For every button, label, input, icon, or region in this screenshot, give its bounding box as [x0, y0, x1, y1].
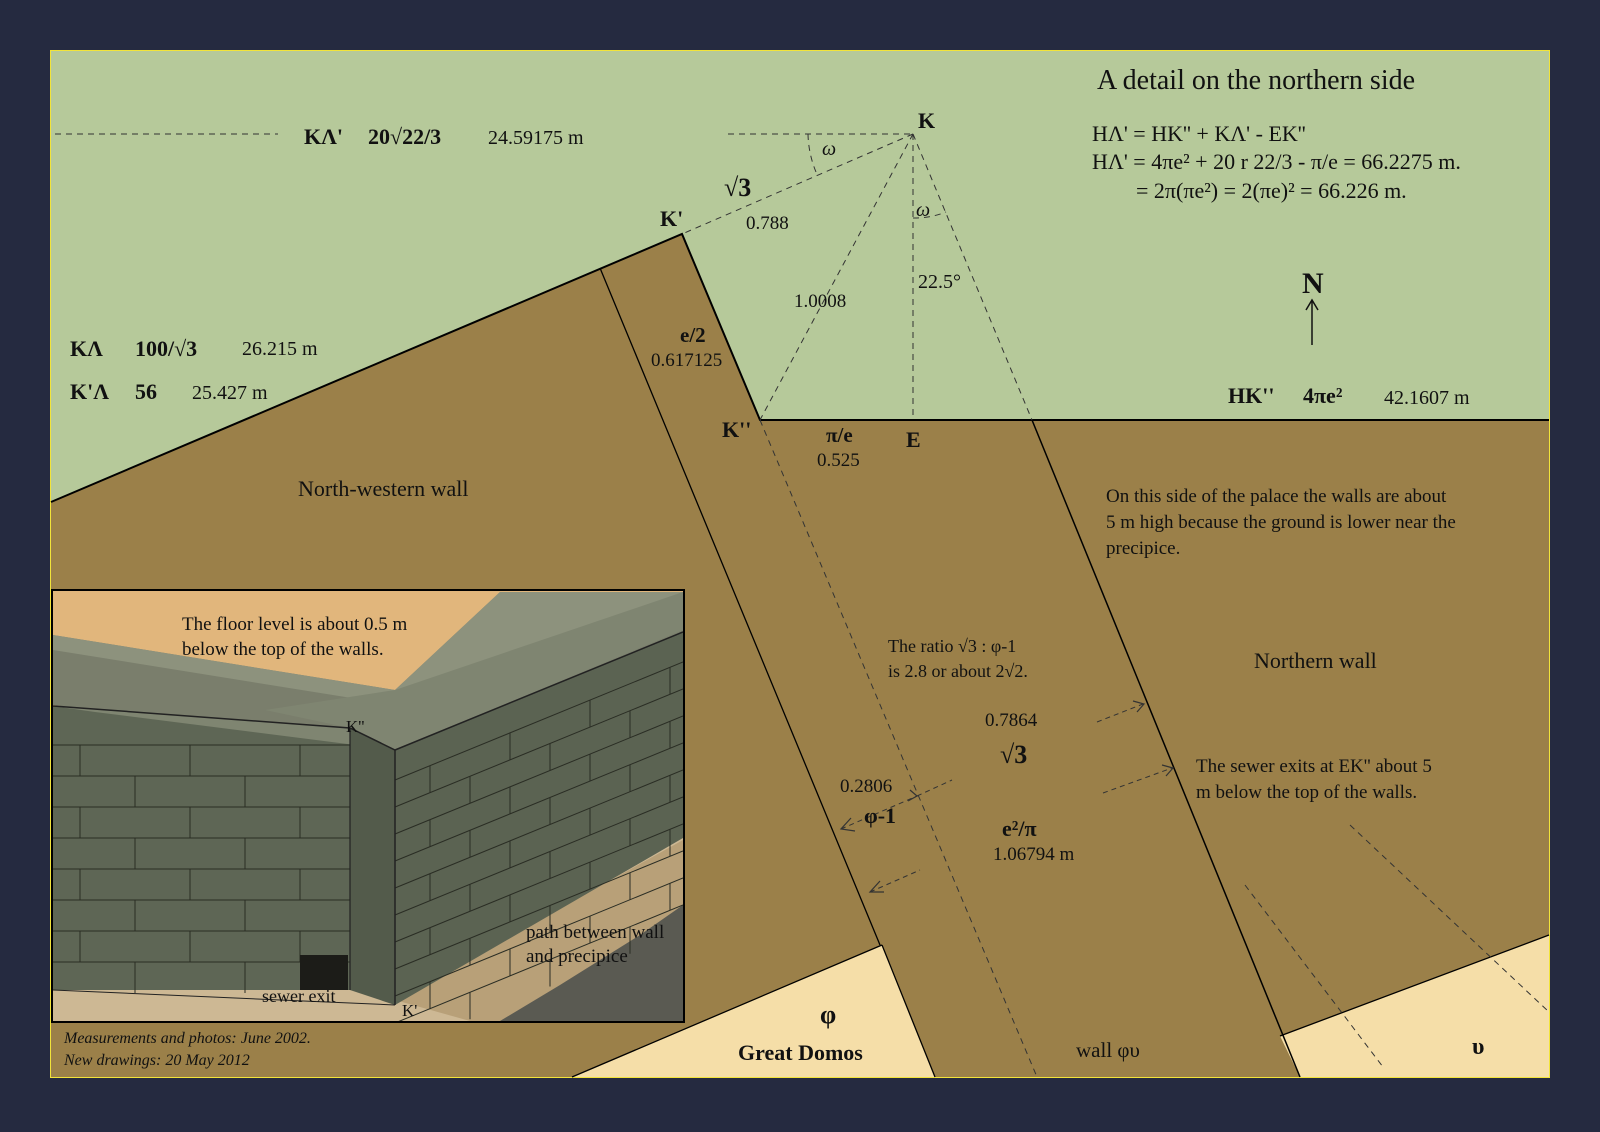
construction-lines	[55, 133, 1550, 1078]
arrow-head	[839, 817, 856, 832]
point-k-prime: K'	[660, 206, 683, 231]
hk-expression: 4πe²	[1303, 383, 1343, 408]
angle-22-5: 22.5°	[918, 271, 961, 293]
brick-course	[394, 688, 683, 808]
angle-omega-2: ω	[916, 199, 930, 221]
formula-line-2: HΛ' = 4πe² + 20 r 22/3 - π/e = 66.2275 m…	[1092, 149, 1461, 174]
brick-course	[394, 742, 683, 862]
upsilon-label: υ	[1472, 1034, 1484, 1060]
angle-omega-1: ω	[822, 138, 836, 160]
sqrt3-label: √3	[724, 173, 751, 202]
hk-label: HK''	[1228, 383, 1274, 408]
brick-course	[394, 796, 683, 916]
arrow-head	[907, 789, 919, 802]
arrow-head	[1132, 700, 1146, 713]
phi-label: φ	[820, 1000, 836, 1029]
e-squared-over-pi-value: 1.06794 m	[993, 844, 1075, 865]
pi-over-e-value: 0.525	[817, 450, 860, 471]
kpl-value: 25.427 m	[192, 382, 268, 404]
brick-course	[394, 823, 683, 943]
segment-0-788: 0.788	[746, 213, 789, 234]
upsilon-edge	[1279, 934, 1550, 1037]
brick-course	[394, 769, 683, 889]
klp-value: 24.59175 m	[488, 127, 584, 149]
hk-value: 42.1607 m	[1384, 387, 1470, 409]
inset-k-double-prime: K''	[346, 717, 364, 736]
great-domos-edge	[571, 944, 883, 1078]
kpl-expression: 56	[135, 379, 157, 404]
klp-expression: 20√22/3	[368, 124, 441, 149]
brick-course	[394, 661, 683, 781]
ratio-note-line-2: is 2.8 or about 2√2.	[888, 661, 1028, 681]
segment-0-7864: 0.7864	[985, 710, 1038, 731]
e-squared-over-pi-label: e²/π	[1002, 816, 1037, 841]
credits-line-2: New drawings: 20 May 2012	[63, 1052, 250, 1069]
kl-value: 26.215 m	[242, 338, 318, 360]
brick-course	[394, 877, 683, 997]
klp-label: KΛ'	[304, 124, 343, 149]
brick-course	[398, 904, 683, 1021]
kl-label: KΛ	[70, 336, 103, 361]
great-domos-edge-2	[881, 944, 936, 1078]
upsilon-region	[1280, 935, 1549, 1077]
pi-over-e-label: π/e	[826, 423, 853, 447]
formula-line-3: = 2π(πe²) = 2(πe)² = 66.226 m.	[1136, 178, 1407, 203]
formula-line-1: HΛ' = HK'' + KΛ' - EK''	[1092, 121, 1306, 146]
brick-course	[394, 715, 683, 835]
inset-k-prime: K'	[402, 1001, 417, 1020]
wall-phi-upsilon-right-edge	[1031, 419, 1301, 1078]
kpl-label: K'Λ	[70, 379, 109, 404]
height-note: On this side of the palace the walls are…	[1106, 486, 1461, 559]
page-title: A detail on the northern side	[1097, 65, 1415, 96]
inset-illustration	[51, 589, 685, 1023]
point-k-double-prime: K''	[722, 417, 751, 442]
wall-top-outline	[50, 232, 1549, 503]
e-half-value: 0.617125	[651, 350, 722, 371]
northern-wall-label: Northern wall	[1254, 648, 1377, 673]
e-half-label: e/2	[680, 323, 706, 347]
great-domos-region	[572, 945, 935, 1077]
arrow-head	[1161, 764, 1175, 777]
inset-sewer-exit: sewer exit	[262, 986, 335, 1006]
north-label: N	[1302, 267, 1324, 300]
great-domos-label: Great Domos	[738, 1040, 863, 1065]
point-k: K	[918, 108, 935, 133]
point-e: E	[906, 427, 921, 452]
north-arrow-head-icon	[1305, 298, 1319, 311]
brick-course	[394, 850, 683, 970]
sqrt3-label-2: √3	[1000, 740, 1027, 769]
wall-phi-upsilon-label: wall φυ	[1076, 1038, 1140, 1062]
ratio-note-line-1: The ratio √3 : φ-1	[888, 636, 1016, 656]
inset-floor-note: The floor level is about 0.5 m below the…	[182, 614, 412, 660]
credits-line-1: Measurements and photos: June 2002.	[63, 1030, 311, 1047]
dimension-arrows	[840, 703, 1173, 893]
inset-path-note: path between wall and precipice	[526, 922, 669, 967]
phi-minus-one-label: φ-1	[864, 803, 896, 828]
north-western-wall-label: North-western wall	[298, 476, 468, 501]
nw-wall-inner-edge	[599, 267, 881, 946]
segment-1-0008: 1.0008	[794, 291, 846, 312]
segment-0-2806: 0.2806	[840, 776, 892, 797]
sewer-note: The sewer exits at EK'' about 5 m below …	[1196, 756, 1437, 803]
arrow-head	[868, 880, 884, 893]
kl-expression: 100/√3	[135, 336, 197, 361]
